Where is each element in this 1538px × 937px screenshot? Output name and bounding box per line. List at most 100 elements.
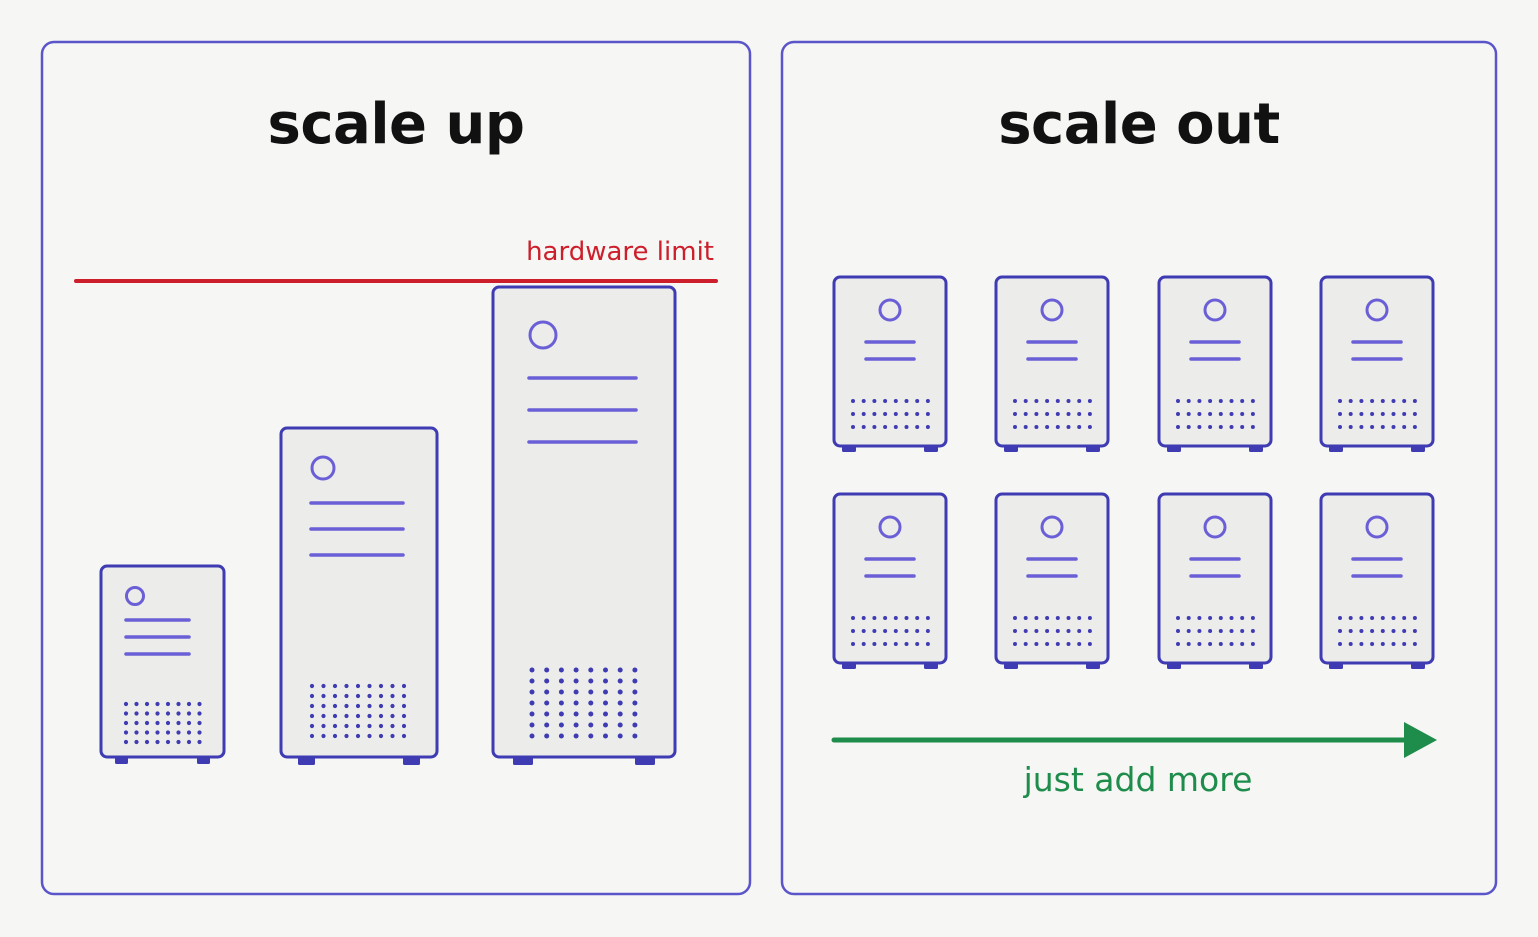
vent-dot [401, 703, 407, 709]
vent-dot [367, 713, 372, 719]
vent-dot [378, 683, 384, 689]
power-button-icon [878, 515, 902, 539]
vent-dot [925, 412, 930, 416]
vent-dot [367, 683, 372, 689]
vent-dot [883, 399, 888, 403]
vent-dot [1055, 629, 1060, 633]
vent-dot [123, 720, 129, 726]
vent-dot [309, 723, 315, 729]
vent-dot [197, 720, 202, 726]
vent-dot [617, 689, 623, 695]
vent-dot [1359, 642, 1364, 646]
vent-dot [1391, 642, 1396, 646]
vent-dot [1240, 412, 1245, 416]
vent-dot [1077, 616, 1082, 620]
vent-dot [1034, 425, 1039, 429]
vent-dot [904, 642, 909, 646]
scale-up-panel [40, 40, 752, 896]
vent-dot [1208, 425, 1213, 429]
vent-dot [123, 730, 129, 735]
power-button-icon [1040, 515, 1064, 539]
vent-dot [529, 722, 535, 728]
server-tower [1319, 492, 1435, 669]
vent-dot [176, 720, 181, 726]
vent-dot [1370, 616, 1375, 620]
vent-dot [1034, 412, 1039, 416]
server-body [832, 492, 948, 665]
vent-dot [1055, 642, 1060, 646]
scale-up-servers [99, 285, 677, 765]
vent-dot [134, 739, 139, 745]
vent-dot [1055, 412, 1060, 416]
vent-dot [390, 723, 395, 729]
vent-dot [851, 399, 855, 403]
vent-dot [378, 723, 384, 729]
vent-dot [529, 733, 535, 739]
vent-dot [197, 730, 202, 735]
vent-dot [573, 711, 579, 717]
vent-dot [155, 711, 160, 716]
vent-dot [1186, 412, 1191, 416]
vent-dot [603, 667, 608, 673]
vent-dot [197, 701, 202, 707]
vent-dot [1077, 425, 1082, 429]
vent-dot [1370, 629, 1375, 633]
vent-dot [1087, 616, 1092, 620]
vent-dot [617, 678, 623, 684]
vent-dot [1240, 425, 1245, 429]
vent-dot [925, 642, 930, 646]
vent-dot [603, 700, 608, 706]
vent-dot [1176, 642, 1180, 646]
server-tower [1319, 275, 1435, 452]
vent-dot [1391, 616, 1396, 620]
vent-dot [1402, 629, 1407, 633]
vent-dot [355, 713, 361, 719]
vent-dot [123, 701, 129, 707]
vent-dot [851, 629, 855, 633]
vent-dot [1250, 642, 1255, 646]
vent-dot [893, 629, 898, 633]
vent-dot [893, 642, 898, 646]
vent-dot [573, 678, 579, 684]
vent-dot [1023, 642, 1028, 646]
vent-dot [1045, 616, 1050, 620]
vent-dot [915, 642, 920, 646]
vent-dot [872, 629, 877, 633]
vent-dot [1176, 616, 1180, 620]
vent-dot [915, 616, 920, 620]
vent-dot [603, 711, 608, 717]
vent-dot [1338, 642, 1342, 646]
vent-dot [1359, 399, 1364, 403]
vent-dot [1218, 629, 1223, 633]
vent-dot [355, 693, 361, 699]
vent-dot [851, 412, 855, 416]
vent-dot [588, 733, 594, 739]
just-add-more-label: just add more [1023, 760, 1253, 799]
vent-dot [186, 720, 192, 726]
vent-dot [861, 629, 866, 633]
vent-dot [632, 689, 638, 695]
vent-dot [1240, 642, 1245, 646]
vent-dot [176, 711, 181, 716]
vent-dot [1402, 642, 1407, 646]
vent-dot [321, 703, 326, 709]
vent-dot [1370, 425, 1375, 429]
vent-dot [309, 703, 315, 709]
vent-dot [1229, 412, 1234, 416]
vent-dot [915, 425, 920, 429]
vent-dot [1208, 642, 1213, 646]
vent-dot [1359, 425, 1364, 429]
vent-dot [883, 616, 888, 620]
vent-dot [603, 722, 608, 728]
server-body [1157, 275, 1273, 448]
vent-dot [915, 412, 920, 416]
power-button-icon [310, 455, 336, 481]
vent-dot [1250, 425, 1255, 429]
server-body [1157, 492, 1273, 665]
vent-dot [390, 693, 395, 699]
vent-dot [1176, 425, 1180, 429]
vent-dot [573, 733, 579, 739]
vent-dot [1412, 425, 1417, 429]
vent-dot [1197, 399, 1202, 403]
power-button-icon [1040, 298, 1064, 322]
